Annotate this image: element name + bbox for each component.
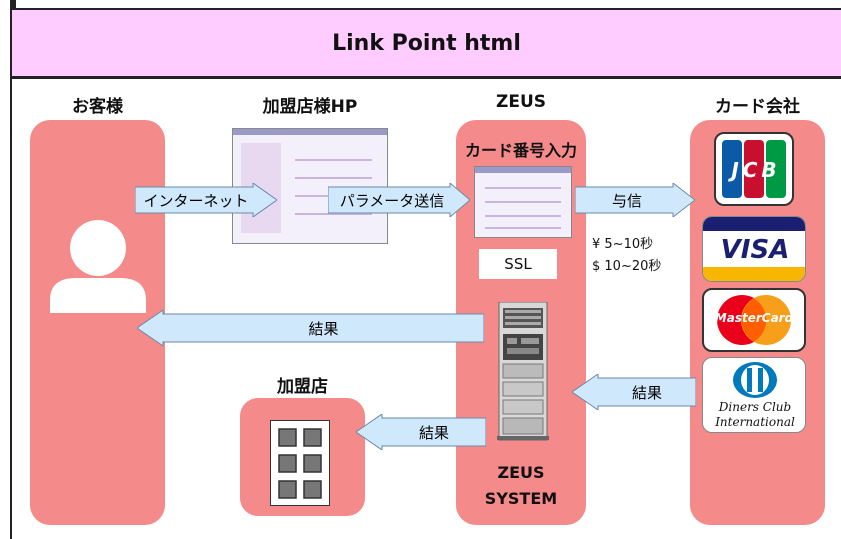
result-to-customer-label: 結果	[308, 319, 339, 338]
timing-dollar: $ 10~20秒	[592, 259, 662, 274]
mastercard-logo-text: MasterCard	[714, 311, 794, 325]
visa-logo: VISA	[702, 216, 806, 282]
result-to-merchant-arrow: 結果	[356, 414, 486, 450]
mastercard-logo: MasterCard	[702, 288, 806, 352]
result-from-card-arrow: 結果	[572, 374, 696, 410]
person-icon	[48, 218, 148, 313]
title-bar: Link Point html	[10, 8, 841, 78]
visa-logo-text: VISA	[720, 235, 790, 265]
diners-club-logo: Diners Club International	[702, 357, 806, 433]
parameter-send-arrow: パラメータ送信	[328, 183, 470, 217]
frame-left-border	[10, 78, 12, 539]
timing-info: ¥ 5~10秒 $ 10~20秒	[592, 234, 661, 278]
timing-yen: ¥ 5~10秒	[592, 237, 654, 252]
result-from-card-label: 結果	[631, 383, 662, 402]
zeus-system-line2: SYSTEM	[484, 489, 558, 508]
parameter-send-label: パラメータ送信	[339, 191, 445, 210]
diners-club-line2: International	[715, 415, 795, 429]
customer-heading: お客様	[72, 97, 123, 117]
ssl-badge: SSL	[479, 249, 557, 279]
card-company-heading: カード会社	[715, 97, 800, 117]
zeus-server-icon	[493, 301, 553, 442]
jcb-logo-text: JCB	[731, 158, 781, 182]
internet-arrow-label: インターネット	[143, 191, 249, 210]
merchant-hp-heading: 加盟店様HP	[262, 97, 358, 117]
jcb-logo: JCB	[714, 132, 794, 206]
card-input-screenshot	[474, 166, 572, 238]
merchant-heading: 加盟店	[277, 377, 328, 397]
frame-corner	[10, 0, 16, 10]
diners-club-line1: Diners Club	[718, 400, 792, 414]
building-icon	[269, 419, 331, 507]
zeus-system-line1: ZEUS	[497, 463, 545, 482]
page-title: Link Point html	[332, 30, 521, 56]
diners-club-text: Diners Club International	[703, 400, 805, 430]
zeus-heading: ZEUS	[496, 92, 546, 112]
frame-divider	[10, 76, 841, 79]
credit-arrow-label: 与信	[611, 191, 642, 210]
credit-arrow: 与信	[575, 183, 695, 217]
result-to-merchant-label: 結果	[418, 423, 449, 442]
zeus-system-label: ZEUS SYSTEM	[456, 460, 586, 512]
internet-arrow: インターネット	[135, 183, 277, 217]
result-to-customer-arrow: 結果	[137, 310, 484, 346]
card-input-label: カード番号入力	[464, 141, 577, 160]
